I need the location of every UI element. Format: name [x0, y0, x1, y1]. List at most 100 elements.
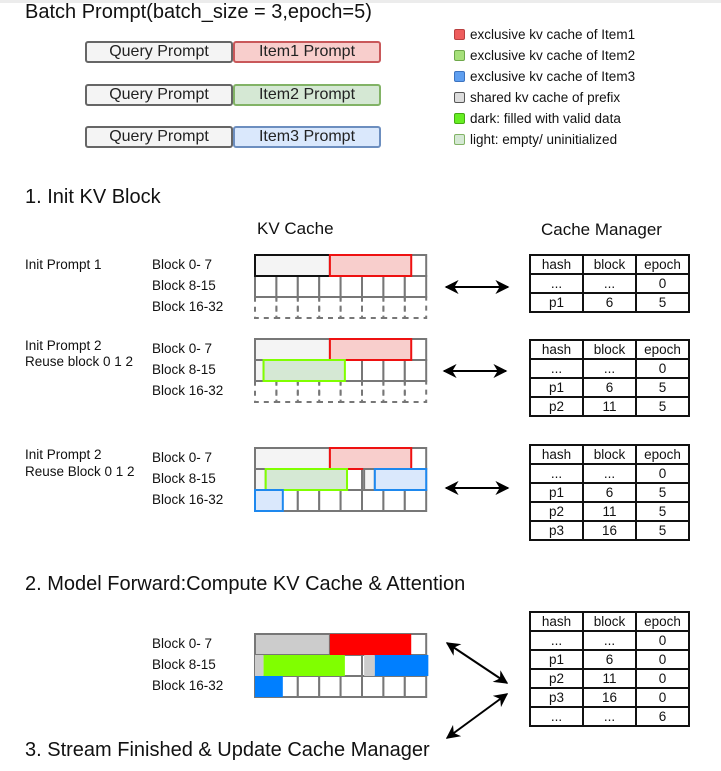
hash-cell: ...: [529, 358, 584, 379]
section2-heading: 2. Model Forward:Compute KV Cache & Atte…: [25, 573, 466, 595]
kv-block-cell: [361, 296, 385, 319]
epoch-cell: 6: [635, 706, 690, 727]
legend-item-light: light: empty/ uninitialized: [454, 129, 635, 150]
kv-cache-grid-forward: [254, 633, 429, 698]
kv-block-cell: [361, 675, 385, 698]
item1-kv-segment: [328, 447, 413, 470]
kv-block-cell: [254, 380, 278, 403]
hash-cell: p2: [529, 501, 584, 522]
block-label-8-15: Block 8-15: [152, 657, 216, 672]
item3-prompt-box: Item3 Prompt: [233, 126, 381, 148]
legend-item-dark: dark: filled with valid data: [454, 108, 635, 129]
kv-block-cell: [296, 675, 321, 698]
legend-label: shared kv cache of prefix: [470, 90, 621, 105]
light-green-swatch-icon: [454, 134, 465, 145]
hash-cell: hash: [529, 444, 584, 465]
prompt-row-item1: Query Prompt Item1 Prompt: [85, 41, 381, 63]
item2-prompt-box: Item2 Prompt: [233, 84, 381, 106]
legend-item-item2: exclusive kv cache of Item2: [454, 45, 635, 66]
diagonal-arrow-icon: [445, 642, 509, 684]
block-cell: block: [582, 611, 637, 632]
hash-cell: p1: [529, 292, 584, 313]
epoch-cell: 5: [635, 520, 690, 541]
legend-label: exclusive kv cache of Item1: [470, 27, 636, 42]
kv-block-cell: [339, 380, 363, 403]
query-prompt-box: Query Prompt: [85, 126, 233, 148]
prefix-kv-segment: [364, 655, 375, 676]
diagram-title: Batch Prompt(batch_size = 3,epoch=5): [25, 1, 372, 23]
table-row: ......0: [529, 630, 690, 651]
epoch-cell: 0: [635, 668, 690, 689]
epoch-cell: 0: [635, 687, 690, 708]
hash-cell: p3: [529, 687, 584, 708]
red-swatch-icon: [454, 29, 465, 40]
prefix-kv-segment: [254, 359, 265, 382]
block-cell: ...: [582, 630, 637, 651]
block-cell: block: [582, 339, 637, 360]
kv-block-cell: [382, 296, 406, 319]
blue-swatch-icon: [454, 71, 465, 82]
epoch-cell: epoch: [635, 444, 690, 465]
kv-block-cell: [318, 675, 342, 698]
kv-block-cell: [382, 675, 406, 698]
kv-block-cell: [296, 275, 321, 298]
hash-cell: p1: [529, 377, 584, 398]
kv-block-cell: [382, 380, 406, 403]
block-cell: 6: [582, 482, 637, 503]
item1-kv-segment: [329, 634, 412, 655]
query-prompt-box: Query Prompt: [85, 84, 233, 106]
hash-cell: hash: [529, 611, 584, 632]
step3-label-line1: Init Prompt 2: [25, 447, 102, 462]
table-row: ......6: [529, 706, 690, 727]
block-cell: block: [582, 444, 637, 465]
prefix-kv-segment: [254, 468, 267, 491]
legend: exclusive kv cache of Item1 exclusive kv…: [454, 24, 635, 150]
block-cell: ...: [582, 273, 637, 294]
step2-label-line1: Init Prompt 2: [25, 338, 102, 353]
item2-kv-segment: [264, 468, 349, 491]
prompt-row-item2: Query Prompt Item2 Prompt: [85, 84, 381, 106]
table-row: ......0: [529, 273, 690, 294]
epoch-cell: 5: [635, 292, 690, 313]
hash-cell: p3: [529, 520, 584, 541]
prefix-kv-segment: [254, 447, 331, 470]
query-prompt-box: Query Prompt: [85, 41, 233, 63]
legend-label: light: empty/ uninitialized: [470, 132, 618, 147]
hash-cell: ...: [529, 706, 584, 727]
kv-cache-grid-step2: [254, 338, 428, 403]
kv-block-cell: [382, 359, 406, 382]
table-row: ......0: [529, 358, 690, 379]
kv-block-cell: [339, 489, 363, 512]
section1-heading: 1. Init KV Block: [25, 186, 161, 208]
legend-label: exclusive kv cache of Item3: [470, 69, 636, 84]
legend-item-item1: exclusive kv cache of Item1: [454, 24, 635, 45]
block-cell: ...: [582, 463, 637, 484]
block-cell: ...: [582, 358, 637, 379]
step3-label-line2: Reuse Block 0 1 2: [25, 464, 135, 479]
cache-manager-heading: Cache Manager: [541, 220, 662, 239]
kv-block-cell: [403, 489, 428, 512]
kv-block-cell: [382, 275, 406, 298]
block-cell: ...: [582, 706, 637, 727]
block-cell: 6: [582, 649, 637, 670]
kv-block-cell: [403, 380, 428, 403]
block-label-0-7: Block 0- 7: [152, 636, 213, 651]
epoch-cell: 0: [635, 273, 690, 294]
item3-kv-segment: [374, 655, 429, 676]
kv-block-cell: [318, 296, 342, 319]
block-cell: 11: [582, 396, 637, 417]
top-edge: [0, 0, 721, 3]
item2-kv-segment: [262, 359, 346, 382]
epoch-cell: 5: [635, 396, 690, 417]
hash-cell: p2: [529, 396, 584, 417]
